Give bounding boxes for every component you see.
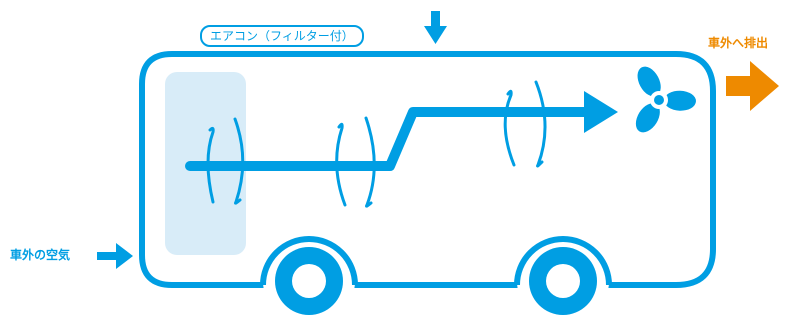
fan-icon (635, 66, 696, 133)
front-wheel (260, 235, 358, 320)
intake-label: 車外の空気 (10, 248, 71, 262)
exhaust-label: 車外へ排出 (708, 36, 769, 50)
rear-wheel (514, 235, 612, 320)
arrow-down-icon (424, 11, 447, 44)
airflow-arrowhead (584, 91, 618, 133)
airflow-swirl-2 (335, 116, 376, 208)
exhaust-arrow-icon (726, 61, 779, 111)
airflow-swirl-3 (503, 80, 547, 168)
airflow-arrow (185, 107, 595, 171)
airflow-swirl-1 (206, 117, 245, 205)
aircon-filter-label: エアコン（フィルター付） (200, 25, 364, 47)
arrow-right-icon (97, 243, 133, 269)
